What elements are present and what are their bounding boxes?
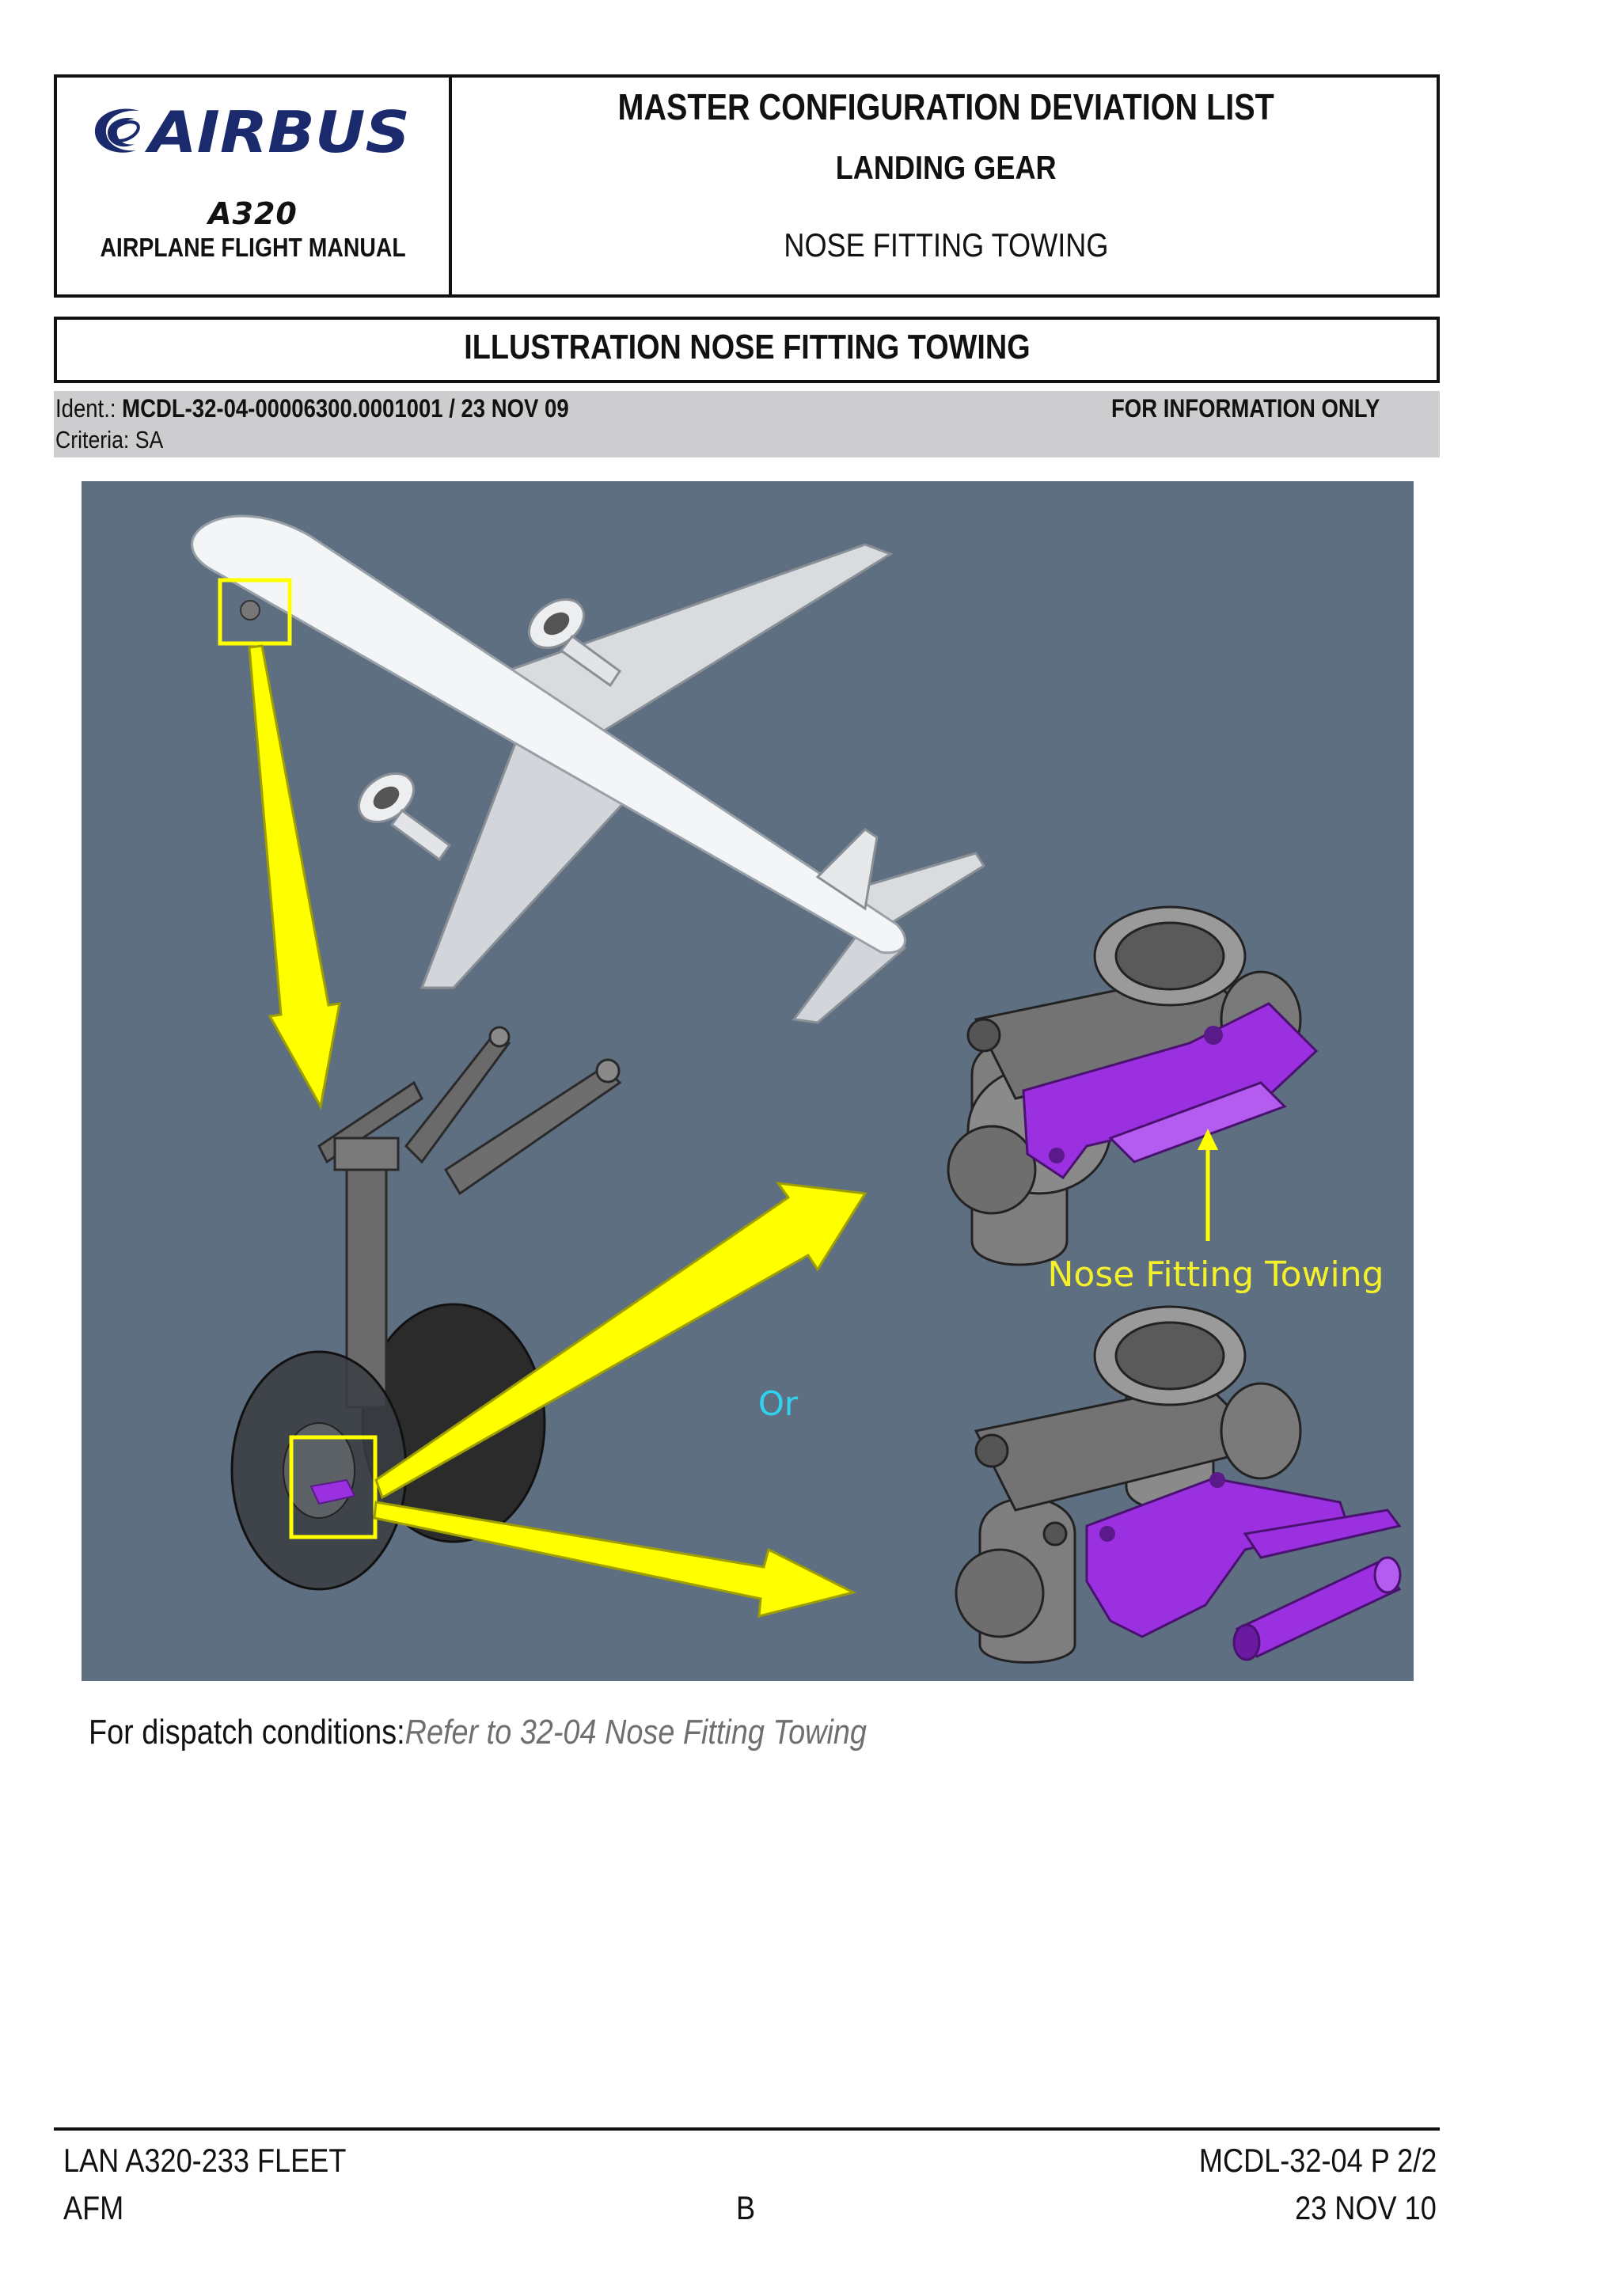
callout-arrow-up-icon xyxy=(1198,1129,1218,1241)
arrow-icon xyxy=(373,1182,867,1618)
aircraft-icon xyxy=(191,514,986,1024)
footer-page-ref: MCDL-32-04 P 2/2 xyxy=(1198,2142,1437,2179)
fitting-view-installed xyxy=(947,905,1319,1266)
header-box xyxy=(54,74,1440,298)
footer-date: 23 NOV 10 xyxy=(1295,2189,1437,2226)
illustration-title-box xyxy=(54,317,1440,383)
dispatch-label: For dispatch conditions: xyxy=(89,1713,405,1751)
or-label: Or xyxy=(758,1384,799,1423)
footer-manual-code: AFM xyxy=(63,2189,124,2226)
airbus-logo-text: AIRBUS xyxy=(145,99,410,161)
fitting-highlight xyxy=(289,1435,378,1539)
document-title: MASTER CONFIGURATION DEVIATION LIST xyxy=(617,86,1274,127)
footer-revision: B xyxy=(736,2189,756,2226)
airbus-swirl-icon xyxy=(94,108,140,153)
ident-strip xyxy=(54,391,1440,457)
footer-fleet: LAN A320-233 FLEET xyxy=(63,2142,347,2179)
nose-landing-gear xyxy=(230,1026,622,1591)
criteria: Criteria: SA xyxy=(55,426,164,454)
header-divider xyxy=(449,74,452,298)
fitting-view-removed xyxy=(955,1305,1402,1664)
nose-gear-highlight xyxy=(218,578,292,646)
section-title: LANDING GEAR xyxy=(835,149,1057,186)
aircraft-type: A320 xyxy=(208,196,298,231)
nose-fitting-towing-illustration: Nose Fitting Towing Or xyxy=(82,481,1414,1681)
footer-rule xyxy=(54,2127,1440,2131)
callout-label: Nose Fitting Towing xyxy=(1047,1254,1384,1295)
arrow-icon xyxy=(248,644,341,1110)
dispatch-reference: Refer to 32-04 Nose Fitting Towing xyxy=(404,1713,867,1751)
ident-value: MCDL-32-04-00006300.0001001 / 23 NOV 09 xyxy=(122,394,569,423)
manual-name: AIRPLANE FLIGHT MANUAL xyxy=(100,233,406,262)
subject-title: NOSE FITTING TOWING xyxy=(783,226,1109,264)
illustration-title: ILLUSTRATION NOSE FITTING TOWING xyxy=(463,328,1031,366)
ident-label: Ident.: xyxy=(55,394,116,423)
information-only-note: FOR INFORMATION ONLY xyxy=(1111,394,1380,423)
airbus-logo: AIRBUS xyxy=(94,99,410,161)
